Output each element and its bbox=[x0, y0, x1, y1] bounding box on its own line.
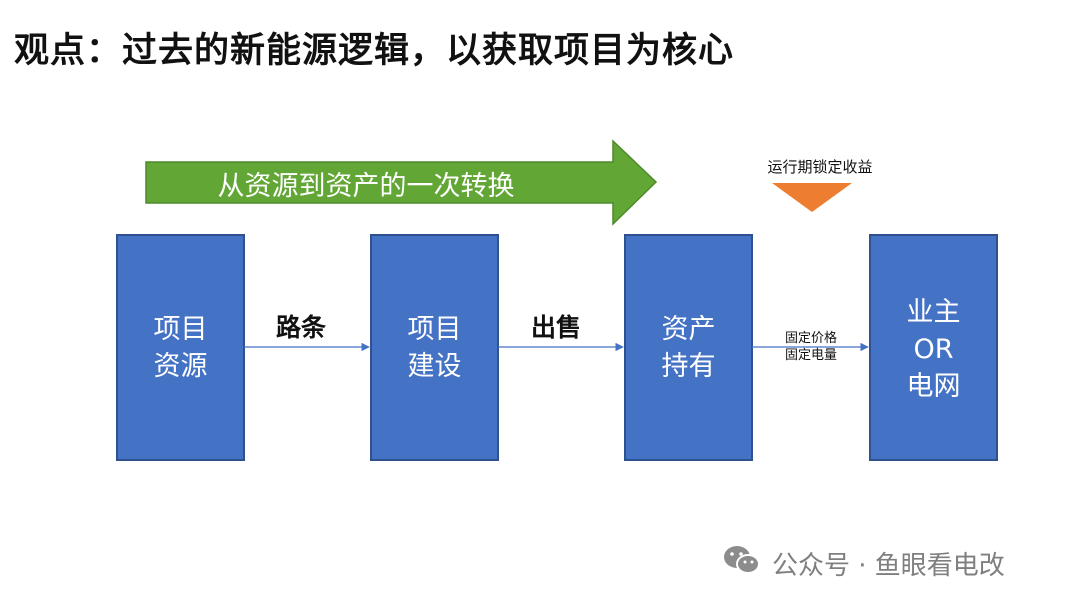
box-line: 持有 bbox=[661, 351, 716, 382]
box-label-project-resource: 项目 资源 bbox=[117, 311, 244, 385]
box-project-resource bbox=[116, 234, 245, 461]
box-label-asset-holding: 资产 持有 bbox=[625, 311, 752, 385]
box-line: 项目 bbox=[153, 314, 208, 345]
box-line: 资产 bbox=[661, 314, 716, 345]
box-project-construction bbox=[370, 234, 499, 461]
edge-line: 固定电量 bbox=[784, 348, 837, 363]
banner-arrow bbox=[145, 139, 658, 226]
box-line: 业主 bbox=[906, 297, 961, 328]
box-line: 资源 bbox=[153, 351, 208, 382]
watermark: 公众号 · 鱼眼看电改 bbox=[722, 545, 1005, 581]
box-line: 建设 bbox=[407, 351, 462, 382]
edge-label-road-permit: 路条 bbox=[276, 313, 327, 342]
box-line: 项目 bbox=[407, 314, 462, 345]
page-title: 观点：过去的新能源逻辑，以获取项目为核心 bbox=[14, 31, 735, 71]
box-owner-or-grid bbox=[869, 234, 998, 461]
edge-label-fixed-terms: 固定价格 固定电量 bbox=[770, 330, 852, 364]
edge-line: 固定价格 bbox=[784, 331, 837, 346]
edge-label-sale: 出售 bbox=[531, 313, 582, 342]
box-label-owner-or-grid: 业主 OR 电网 bbox=[870, 294, 997, 405]
box-line: OR bbox=[913, 334, 954, 365]
wechat-icon bbox=[722, 544, 762, 583]
box-label-project-construction: 项目 建设 bbox=[371, 311, 498, 385]
banner-text: 从资源到资产的一次转换 bbox=[217, 171, 515, 202]
watermark-text: 公众号 · 鱼眼看电改 bbox=[772, 550, 1005, 581]
orange-triangle bbox=[772, 183, 852, 212]
triangle-label: 运行期锁定收益 bbox=[767, 158, 873, 176]
box-line: 电网 bbox=[906, 371, 961, 402]
